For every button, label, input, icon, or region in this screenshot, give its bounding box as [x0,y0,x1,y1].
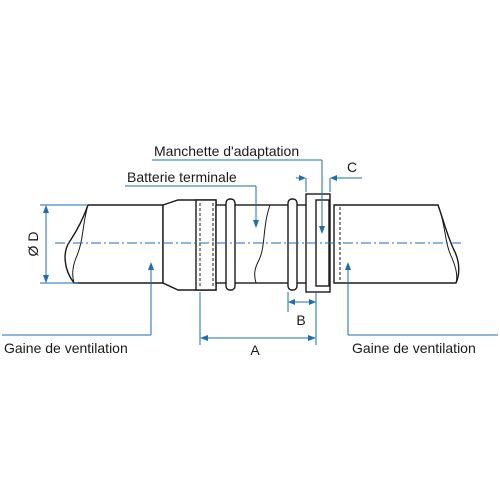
right-duct [333,204,460,284]
batterie-leader-arrow [253,220,259,228]
dim-b-label: B [296,312,305,328]
gaine-left-label: Gaine de ventilation [4,340,128,356]
gaine-left-leader-arrow [148,262,154,270]
gasket-ring-right [287,198,298,291]
dim-c-arrow-left [299,175,306,181]
right-duct-break [437,204,458,284]
left-duct-break [72,204,89,284]
dim-d-arrow-bottom [43,275,49,283]
dim-d-arrow-top [43,205,49,213]
dim-a-arrow-left [200,335,208,341]
gaine-right-leader-arrow [345,262,351,270]
gaine-right-label: Gaine de ventilation [352,340,476,356]
manchette-leader-arrow [319,226,325,234]
gasket-ring-left [225,198,236,291]
dim-a-label: A [250,342,260,358]
left-duct [64,204,164,284]
dim-d-label: Ø D [25,232,41,257]
battery-tube-break [254,204,271,284]
dim-b-arrow-right [309,299,316,305]
dim-c-arrow-right [330,175,337,181]
manchette-label: Manchette d'adaptation [154,143,299,159]
dim-b-arrow-left [288,299,295,305]
dim-c-label: C [347,159,357,175]
dim-a-arrow-right [308,335,316,341]
batterie-label: Batterie terminale [127,169,237,185]
